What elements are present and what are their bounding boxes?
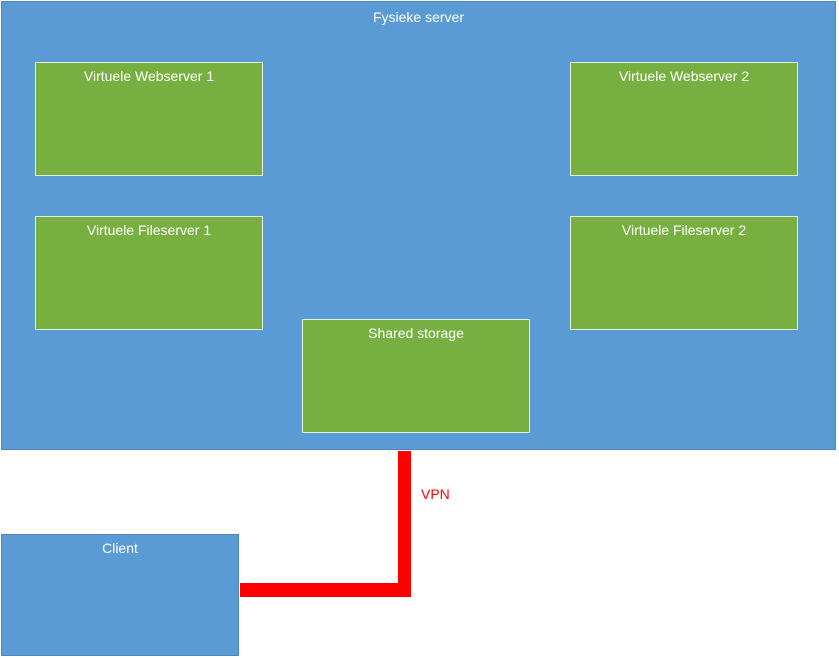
shared-storage: Shared storage bbox=[302, 319, 530, 433]
client-label: Client bbox=[102, 540, 138, 556]
vpn-label: VPN bbox=[421, 486, 450, 502]
virtual-fileserver-2-label: Virtuele Fileserver 2 bbox=[621, 222, 747, 238]
client: Client bbox=[1, 534, 239, 656]
virtual-fileserver-1: Virtuele Fileserver 1 bbox=[35, 216, 263, 330]
physical-server-label: Fysieke server bbox=[372, 9, 465, 25]
vpn-connector-horizontal bbox=[240, 583, 398, 597]
virtual-fileserver-1-label: Virtuele Fileserver 1 bbox=[86, 222, 212, 238]
virtual-webserver-1: Virtuele Webserver 1 bbox=[35, 62, 263, 176]
virtual-webserver-2: Virtuele Webserver 2 bbox=[570, 62, 798, 176]
virtual-webserver-2-label: Virtuele Webserver 2 bbox=[618, 68, 750, 84]
shared-storage-label: Shared storage bbox=[368, 325, 464, 341]
virtual-fileserver-2: Virtuele Fileserver 2 bbox=[570, 216, 798, 330]
vpn-connector-vertical bbox=[398, 451, 411, 597]
virtual-webserver-1-label: Virtuele Webserver 1 bbox=[83, 68, 215, 84]
